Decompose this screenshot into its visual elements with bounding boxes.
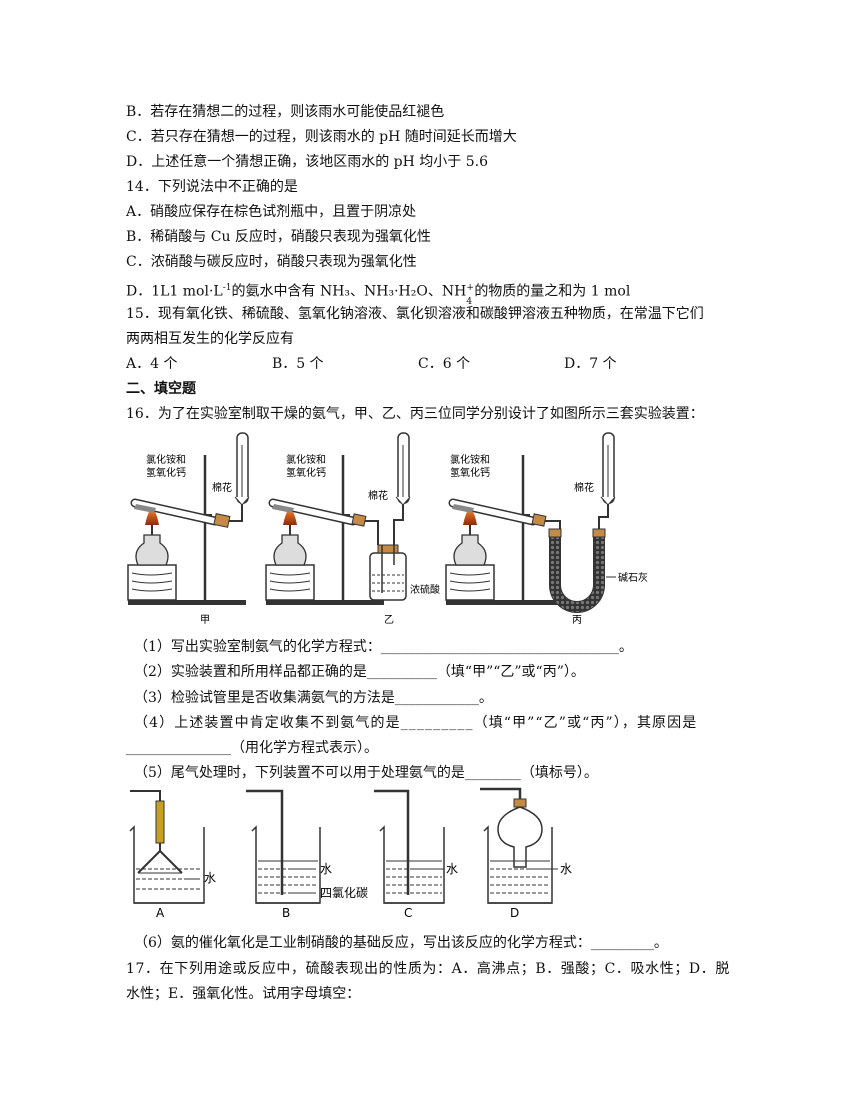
reagent-label-bing-1: 氯化铵和: [450, 453, 490, 466]
soda-lime-label: 碱石灰: [618, 571, 648, 584]
q14-option-a: A．硝酸应保存在棕色试剂瓶中，且置于阴凉处: [126, 204, 417, 220]
reagent-label-yi-2: 氢氧化钙: [286, 466, 326, 479]
q15-stem-line2: 两两相互发生的化学反应有: [126, 331, 294, 347]
figure-label-jia: 甲: [200, 615, 210, 626]
beaker-label-b: B: [282, 906, 290, 920]
apparatus-yi: 氯化铵和 氢氧化钙 棉花 浓硫酸 乙: [265, 432, 440, 626]
beaker-a: 水 A: [129, 790, 216, 920]
q15-stem-line1: 15．现有氧化铁、稀硫酸、氢氧化钠溶液、氯化钡溶液和碳酸钾溶液五种物质，在常温下…: [126, 306, 704, 322]
q15-option-d: D．7 个: [564, 356, 617, 372]
q16-part-3: （3）检验试管里是否收集满氨气的方法是____________。: [134, 690, 493, 706]
q14-stem: 14．下列说法中不正确的是: [126, 179, 298, 195]
q17-stem-line2: 水性；E．强氧化性。试用字母填空：: [126, 986, 361, 1002]
q14-option-b: B．稀硝酸与 Cu 反应时，硝酸只表现为强氧化性: [126, 229, 431, 245]
beaker-label-d: D: [510, 906, 519, 920]
reagent-label-yi-1: 氯化铵和: [286, 453, 326, 466]
ammonia-apparatus-figure: 氯化铵和 氢氧化钙 棉花 甲 氯化铵和 氢氧化钙 棉花 浓硫酸 乙: [127, 432, 648, 626]
q16-part-6: （6）氨的催化氧化是工业制硝酸的基础反应，写出该反应的化学方程式：_______…: [134, 935, 668, 951]
beaker-c: 水 C: [374, 789, 458, 920]
q13-option-d: D．上述任意一个猜想正确，该地区雨水的 pH 均小于 5.6: [126, 154, 489, 170]
q16-part-1: （1）写出实验室制氨气的化学方程式：______________________…: [134, 639, 633, 655]
reagent-label-jia-1: 氯化铵和: [146, 453, 186, 466]
water-label-b: 水: [320, 862, 332, 876]
figure-label-bing: 丙: [572, 615, 582, 626]
q14-option-c: C．浓硝酸与碳反应时，硝酸只表现为强氧化性: [126, 254, 417, 270]
beaker-label-a: A: [156, 906, 165, 920]
q15-option-b: B．5 个: [272, 356, 324, 372]
tail-gas-absorption-figure: 水 A 水 四氯化碳 B 水 C: [129, 787, 572, 920]
reagent-label-bing-2: 氢氧化钙: [450, 466, 490, 479]
q13-option-b: B．若存在猜想二的过程，则该雨水可能使品红褪色: [126, 104, 445, 120]
q16-part-4-line2: _______________（用化学方程式表示）。: [126, 740, 378, 756]
beaker-b: 水 四氯化碳 B: [246, 789, 368, 920]
cotton-label-bing: 棉花: [574, 481, 594, 494]
water-label-a: 水: [204, 871, 216, 885]
q16-part-5: （5）尾气处理时，下列装置不可以用于处理氨气的是________（填标号）。: [134, 765, 598, 781]
cotton-label-yi: 棉花: [368, 489, 388, 502]
reagent-label-jia-2: 氢氧化钙: [146, 466, 186, 479]
cotton-label-jia: 棉花: [212, 481, 232, 494]
water-label-c: 水: [446, 862, 458, 876]
q16-stem: 16．为了在实验室制取干燥的氨气，甲、乙、丙三位同学分别设计了如图所示三套实验装…: [126, 406, 704, 422]
q16-part-4-line1: （4）上述装置中肯定收集不到氨气的是_________（填“甲”“乙”或“丙”）…: [134, 715, 698, 731]
figure-label-yi: 乙: [384, 614, 394, 626]
section-title-fill-in: 二、填空题: [126, 381, 196, 397]
q16-part-2: （2）实验装置和所用样品都正确的是__________（填“甲”“乙”或“丙”）…: [134, 664, 585, 680]
water-label-d: 水: [560, 862, 572, 876]
ccl4-label: 四氯化碳: [320, 886, 368, 900]
beaker-label-c: C: [404, 906, 412, 920]
q17-stem-line1: 17．在下列用途或反应中，硫酸表现出的性质为：A．高沸点；B．强酸；C．吸水性；…: [126, 961, 730, 977]
apparatus-bing: 氯化铵和 氢氧化钙 棉花 碱石灰 丙: [445, 432, 648, 626]
q13-option-c: C．若只存在猜想一的过程，则该雨水的 pH 随时间延长而增大: [126, 129, 517, 145]
q15-option-c: C．6 个: [418, 356, 471, 372]
conc-sulfuric-acid-label: 浓硫酸: [410, 583, 440, 596]
apparatus-jia: 氯化铵和 氢氧化钙 棉花 甲: [127, 432, 250, 626]
q15-option-a: A．4 个: [126, 356, 178, 372]
beaker-d: 水 D: [480, 787, 572, 920]
